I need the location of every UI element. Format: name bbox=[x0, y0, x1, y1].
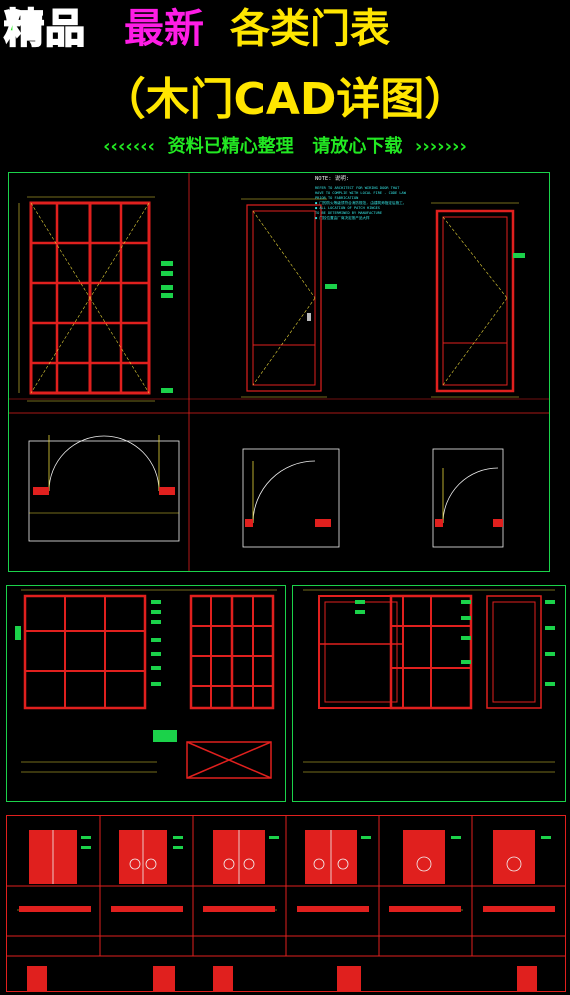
note-line: REFER TO ARCHITECT FOR WIRING DOOR THAT bbox=[315, 186, 400, 190]
door-schedule-drawing bbox=[7, 816, 565, 991]
note-lines: REFER TO ARCHITECT FOR WIRING DOOR THAT … bbox=[315, 186, 407, 220]
note-line: ● 门铰位置由厂商决定按产品大样 bbox=[315, 215, 370, 220]
callout-tags-1 bbox=[161, 261, 173, 393]
tagline-download: ‹‹‹‹‹‹‹ 资料已精心整理 请放心下载 ››››››› bbox=[103, 136, 467, 157]
double-door-plan bbox=[28, 435, 180, 542]
banner-header: 精品 最新 各类门表 （木门CAD详图） ‹‹‹‹‹‹‹ 资料已精心整理 请放心… bbox=[0, 0, 570, 160]
single-door-elevation-b bbox=[431, 202, 519, 398]
subtitle-wood-door-cad: （木门CAD详图） bbox=[101, 74, 469, 125]
door-elevations-drawing: NOTE: 说明: REFER TO ARCHITECT FOR WIRING … bbox=[9, 173, 549, 571]
note-line: HAVE TO COMPLIE WITH LOCAL FIRE - CODE L… bbox=[315, 191, 407, 195]
drawing-sheet-1: NOTE: 说明: REFER TO ARCHITECT FOR WIRING … bbox=[8, 172, 550, 572]
single-door-elevation-a bbox=[241, 198, 327, 398]
panel-door-elevation-b bbox=[303, 589, 555, 773]
drawing-sheet-3 bbox=[292, 585, 566, 802]
note-title: NOTE: 说明: bbox=[315, 174, 349, 182]
note-line: PRIOR TO FABRICATION bbox=[315, 196, 358, 200]
title-door-schedule: 各类门表 bbox=[230, 6, 390, 52]
note-line: TO BE DETERMINED BY MANUFACTURE bbox=[315, 211, 382, 215]
title-zuixin: 最新 bbox=[124, 6, 204, 52]
single-door-plan-b bbox=[432, 448, 504, 548]
title-jingpin: 精品 bbox=[3, 5, 86, 53]
drawing-sheet-2 bbox=[6, 585, 286, 802]
note-line: ● 门的防火等级须符合消防规范, 由建筑师指定后施工。 bbox=[315, 200, 406, 205]
drawing-sheet-4-door-schedule bbox=[6, 815, 566, 992]
panel-door-elevation-a bbox=[15, 589, 277, 779]
double-door-elevation bbox=[18, 196, 155, 402]
single-door-plan-a bbox=[242, 448, 340, 548]
note-line: ● ALL LOCATION OF PATCH HINGES bbox=[315, 206, 380, 210]
